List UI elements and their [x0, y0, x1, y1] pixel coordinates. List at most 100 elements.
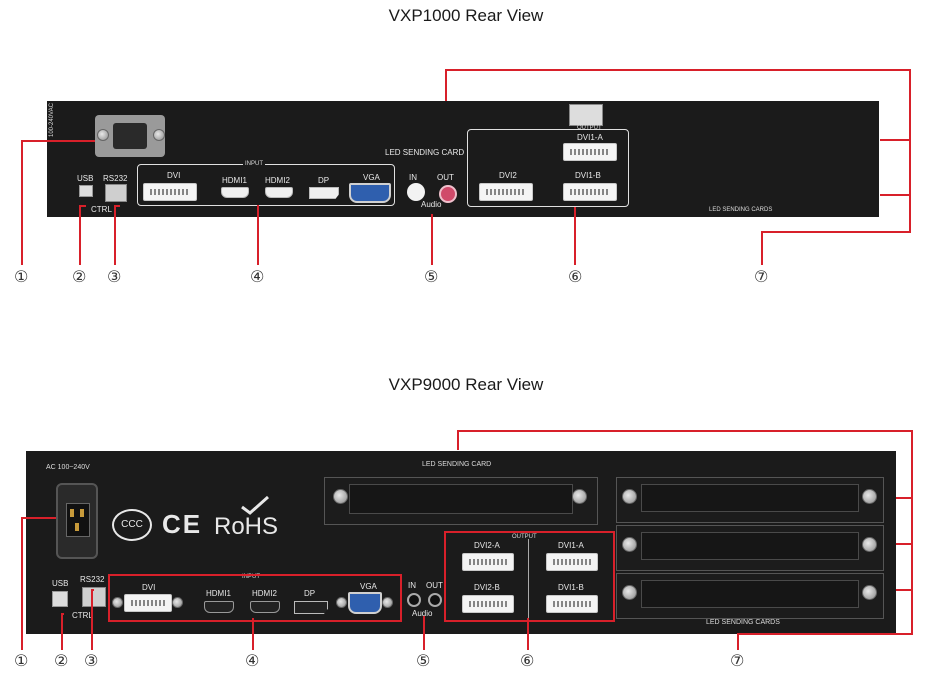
ccc-logo: CCC — [112, 509, 152, 541]
output-label-dvi1a: DVI1-A — [577, 133, 603, 142]
rs232-label: RS232 — [103, 174, 128, 183]
callout-5: ⑤ — [424, 267, 439, 286]
input-label-vga: VGA — [360, 582, 377, 591]
dvi1a-output-port — [563, 143, 617, 161]
led-sending-card-label: LED SENDING CARD — [385, 148, 465, 157]
audio-out-label: OUT — [437, 173, 454, 182]
vga-port — [348, 592, 382, 614]
vxp9000-callout-lines — [21, 430, 913, 650]
callout-3: ③ — [107, 267, 122, 286]
usb-label: USB — [52, 579, 69, 588]
rohs-logo: RoHS — [214, 513, 279, 540]
input-label-dp: DP — [304, 589, 316, 598]
input-group-label: INPUT — [243, 161, 265, 167]
vga-screw-right — [382, 597, 393, 608]
callout-7: ⑦ — [730, 651, 745, 670]
hdmi1-port — [221, 187, 249, 198]
sending-card-slot-top-left — [324, 477, 598, 525]
callout-3: ③ — [84, 651, 99, 670]
input-highlight-box — [108, 574, 402, 622]
power-inlet — [56, 483, 98, 559]
sending-card-slot-2 — [616, 525, 884, 571]
output-label-dvi2: DVI2 — [499, 171, 517, 180]
audio-out-label: OUT — [426, 581, 443, 590]
input-label-vga: VGA — [363, 173, 380, 182]
vxp9000-title: VXP9000 Rear View — [388, 375, 544, 394]
output-group-frame — [467, 129, 629, 207]
input-label-dvi: DVI — [142, 583, 156, 592]
sending-card-slot-1 — [616, 477, 884, 523]
ctrl-label: CTRL — [91, 205, 112, 214]
card-screw — [862, 489, 877, 504]
input-label-dvi: DVI — [167, 171, 181, 180]
card-screw — [572, 489, 587, 504]
output-top-port — [569, 104, 603, 126]
input-label-hdmi2: HDMI2 — [252, 589, 277, 598]
vga-screw-left — [336, 597, 347, 608]
input-group-label: INPUT — [242, 574, 260, 580]
card-screw — [862, 537, 877, 552]
led-sending-card-label: LED SENDING CARD — [422, 461, 492, 468]
vxp1000-title: VXP1000 Rear View — [388, 6, 544, 25]
card-screw — [622, 585, 637, 600]
dvi1b-output-port — [563, 183, 617, 201]
input-label-hdmi1: HDMI1 — [206, 589, 231, 598]
audio-label: Audio — [412, 609, 433, 618]
callout-1: ① — [14, 267, 29, 286]
output-label-dvi1b: DVI1-B — [558, 583, 584, 592]
card-screw — [622, 489, 637, 504]
vxp9000-panel: AC 100~240V CCC CE RoHS USB RS232 CTRL I… — [26, 451, 896, 634]
output-label-dvi1a: DVI1-A — [558, 541, 584, 550]
audio-out-jack — [428, 593, 442, 607]
usb-label: USB — [77, 174, 94, 183]
dvi-input-port — [143, 183, 197, 201]
callout-2: ② — [54, 651, 69, 670]
usb-port — [79, 185, 93, 197]
callout-6: ⑥ — [520, 651, 535, 670]
power-label: AC 100~240V — [46, 464, 90, 471]
callout-1: ① — [14, 651, 29, 670]
input-group-frame — [137, 164, 395, 206]
card-screw — [333, 489, 348, 504]
led-sending-cards-label: LED SENDING CARDS — [706, 619, 780, 626]
rs232-port — [82, 587, 106, 607]
output-highlight-box — [444, 531, 615, 622]
output-group-label: OUTPUT — [577, 125, 602, 131]
vxp1000-panel: 100-240VAC USB RS232 CTRL INPUT DVI HDMI… — [47, 101, 879, 217]
rohs-check-icon — [241, 495, 269, 515]
dvi2a-output-port — [462, 553, 514, 571]
led-sending-cards-label: LED SENDING CARDS — [709, 207, 773, 213]
dp-port — [309, 187, 339, 199]
power-inlet — [95, 115, 165, 157]
ctrl-label: CTRL — [72, 611, 93, 620]
sending-card-slot-3 — [616, 573, 884, 619]
rs232-port — [105, 184, 127, 202]
dvi-screw-right — [172, 597, 183, 608]
dp-port — [294, 601, 328, 614]
dvi1a-output-port — [546, 553, 598, 571]
callout-4: ④ — [245, 651, 260, 670]
callout-6: ⑥ — [568, 267, 583, 286]
ce-logo: CE — [162, 509, 203, 539]
output-group-label: OUTPUT — [512, 534, 537, 540]
callout-7: ⑦ — [754, 267, 769, 286]
dvi-screw-left — [112, 597, 123, 608]
vxp1000-callout-lines — [21, 69, 911, 265]
audio-in-label: IN — [409, 173, 417, 182]
audio-in-jack — [407, 183, 425, 201]
card-screw — [622, 537, 637, 552]
hdmi2-port — [250, 601, 280, 613]
callout-2: ② — [72, 267, 87, 286]
input-label-hdmi2: HDMI2 — [265, 176, 290, 185]
vga-port — [349, 183, 391, 203]
input-label-hdmi1: HDMI1 — [222, 176, 247, 185]
audio-out-jack — [439, 185, 457, 203]
card-screw — [862, 585, 877, 600]
dvi1b-output-port — [546, 595, 598, 613]
audio-in-label: IN — [408, 581, 416, 590]
output-label-dvi2a: DVI2-A — [474, 541, 500, 550]
dvi2-output-port — [479, 183, 533, 201]
dvi2b-output-port — [462, 595, 514, 613]
output-label-dvi1b: DVI1-B — [575, 171, 601, 180]
rs232-label: RS232 — [80, 575, 105, 584]
